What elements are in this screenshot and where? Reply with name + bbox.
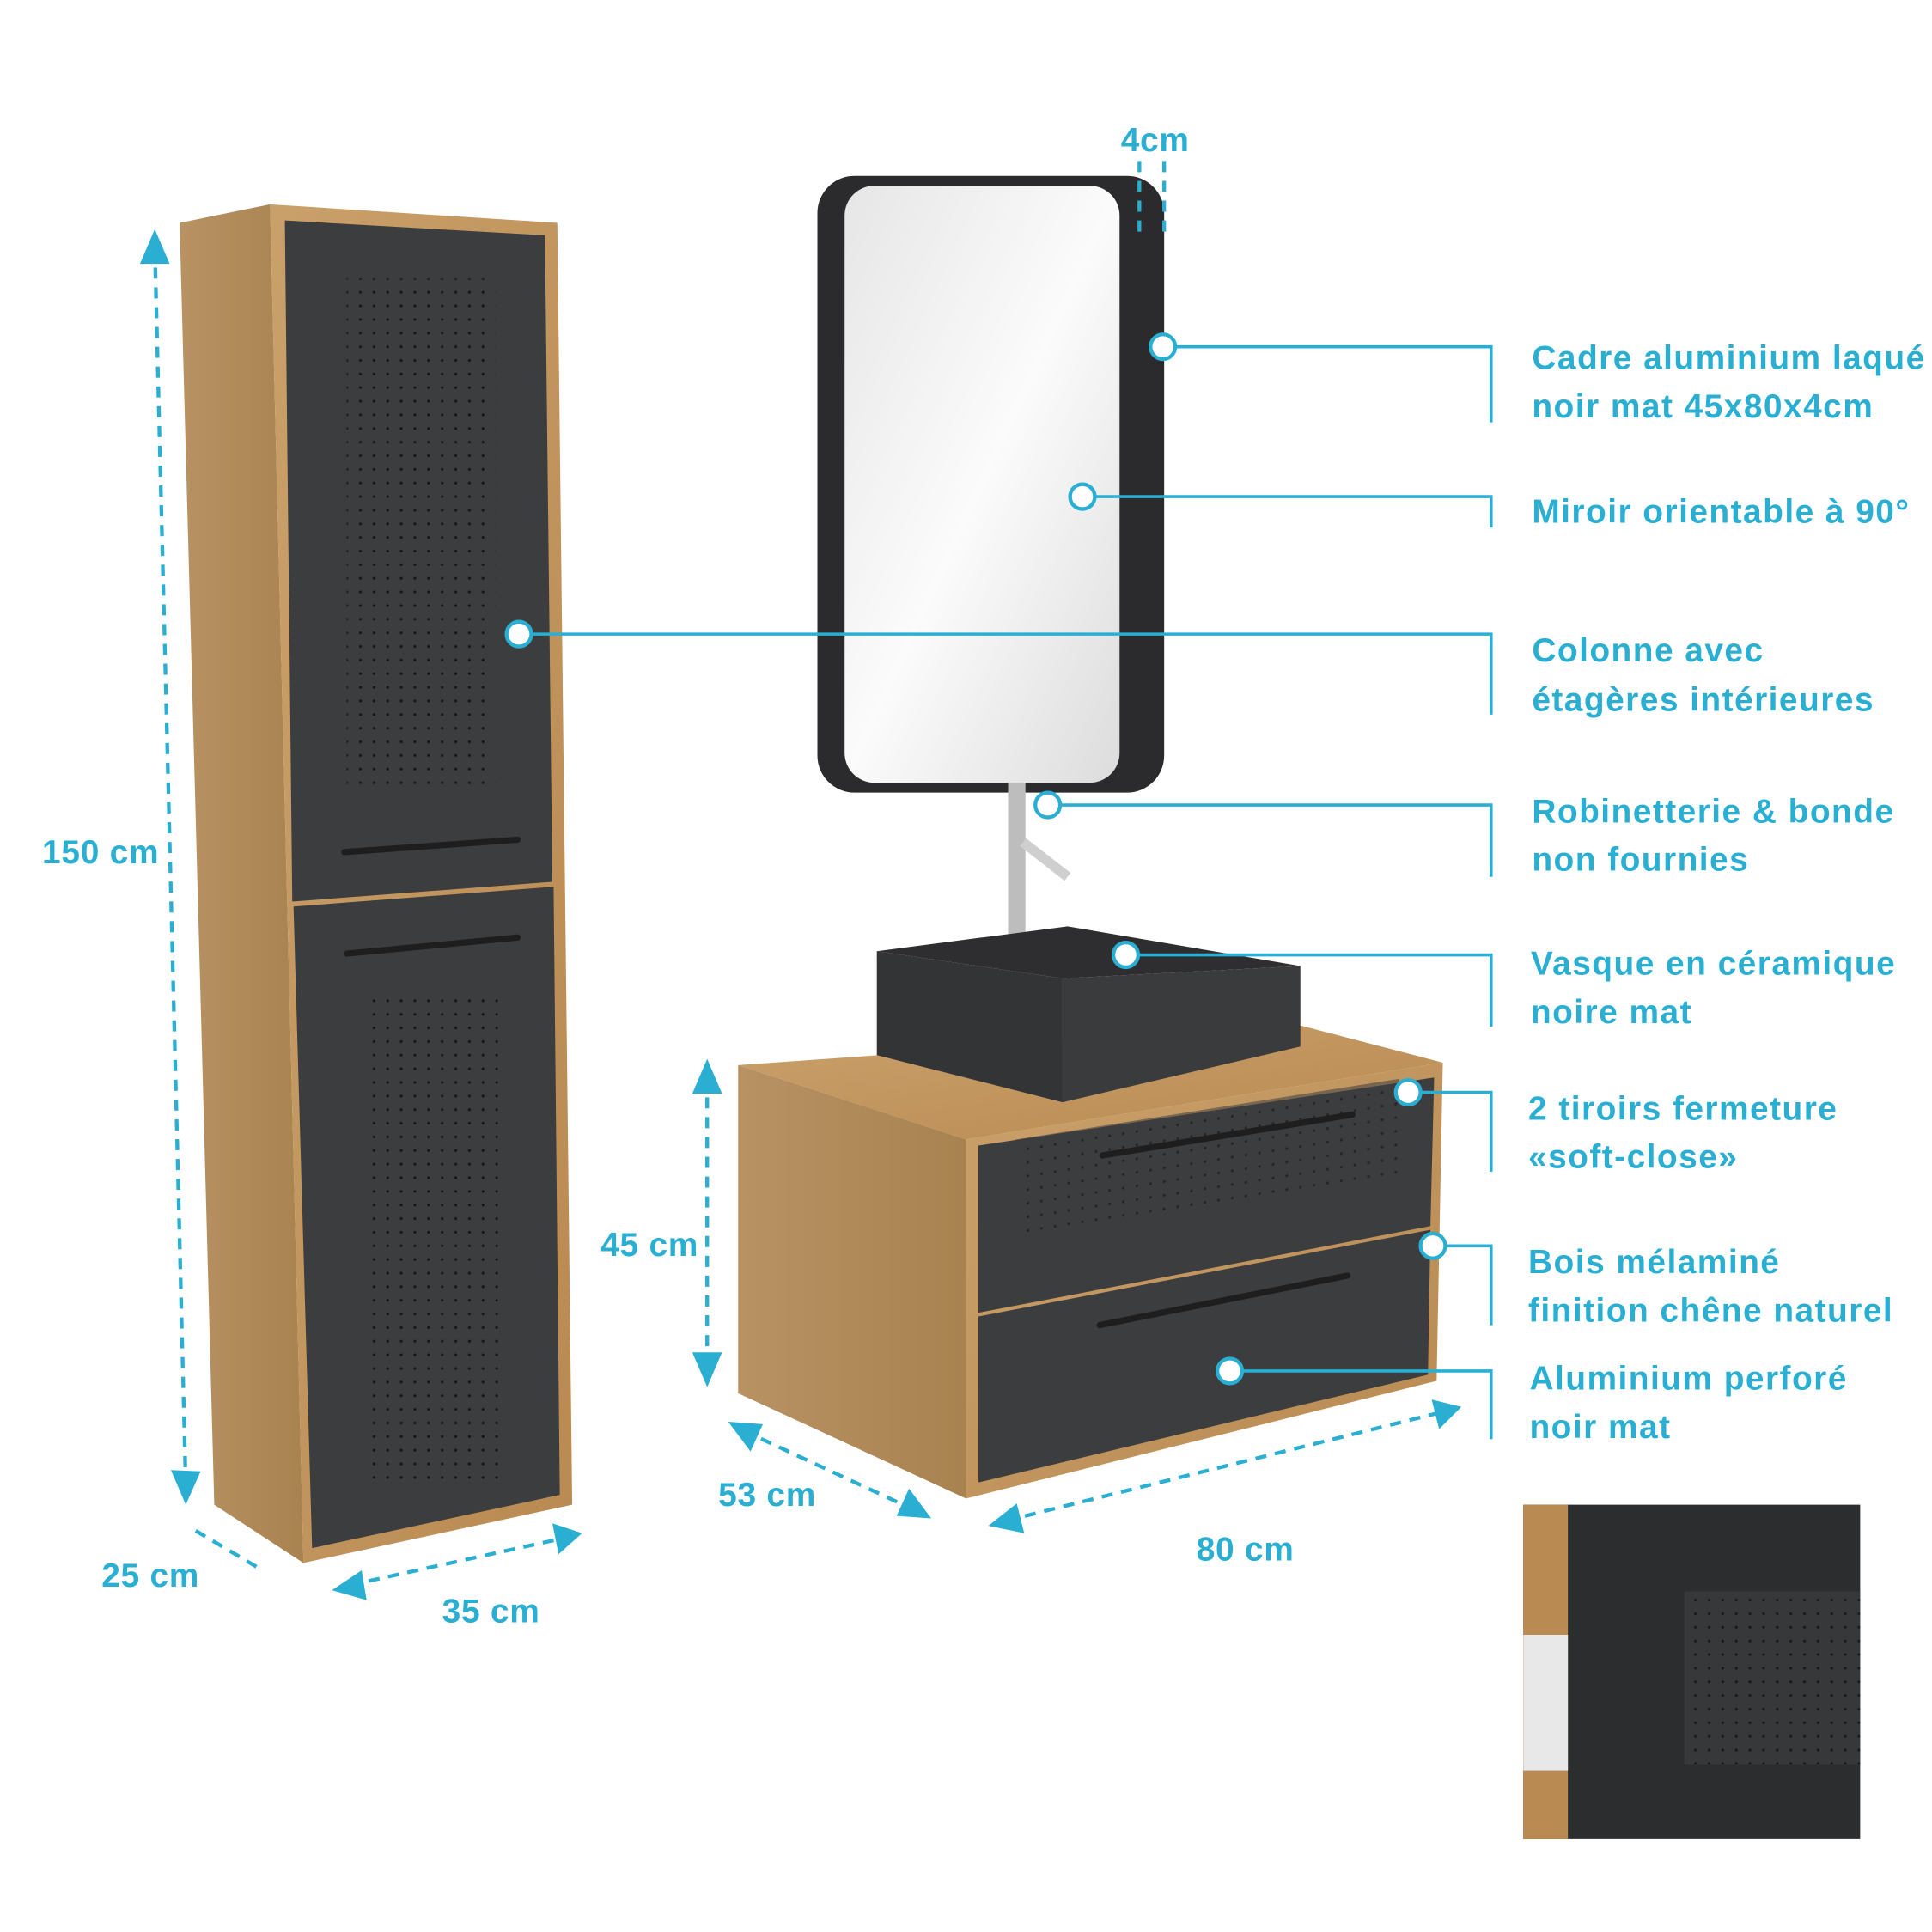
feature-label-line1: Robinetterie & bonde — [1532, 793, 1894, 830]
callout-dot — [1215, 1356, 1245, 1386]
column-handle — [341, 836, 521, 856]
dim-vanity-depth: 53 cm — [718, 1477, 816, 1514]
callout-dot — [1149, 332, 1178, 362]
callout-dot — [504, 619, 533, 649]
feature-label-line2: finition chêne naturel — [1528, 1292, 1893, 1329]
callout-dot — [1418, 1231, 1447, 1260]
leader-lines — [504, 332, 1493, 1440]
callout-dot — [1393, 1077, 1423, 1107]
callout-dot — [1111, 940, 1141, 970]
feature-label-line2: non fournies — [1532, 841, 1749, 878]
dim-column-width: 35 cm — [442, 1594, 540, 1630]
column-cabinet — [180, 204, 573, 1563]
feature-labels: Cadre aluminium laqué noir mat 45x80x4cm… — [1528, 340, 1925, 1446]
mirror — [817, 175, 1165, 793]
dimension-lines — [139, 161, 1462, 1600]
vanity-cabinet — [738, 926, 1443, 1499]
detail-inset — [1523, 1504, 1861, 1839]
dim-vanity-height: 45 cm — [600, 1227, 698, 1264]
feature-label-line1: Cadre aluminium laqué — [1532, 340, 1925, 377]
column-handle — [344, 934, 521, 957]
feature-label-line2: noir mat 45x80x4cm — [1532, 388, 1874, 425]
feature-label-line1: Bois mélaminé — [1528, 1244, 1780, 1281]
dim-vanity-width: 80 cm — [1197, 1532, 1295, 1569]
dim-mirror-depth: 4cm — [1121, 122, 1190, 159]
feature-label-line1: Miroir orientable à 90° — [1532, 493, 1910, 530]
dim-column-depth: 25 cm — [101, 1557, 199, 1594]
drawer-bottom — [978, 1229, 1431, 1483]
callout-dot — [1068, 482, 1097, 511]
sink — [876, 926, 1301, 978]
feature-label-line2: «soft-close» — [1528, 1138, 1738, 1175]
faucet — [1008, 783, 1071, 944]
dim-column-height: 150 cm — [42, 834, 159, 871]
callout-dot — [1033, 790, 1063, 820]
feature-label-line1: Colonne avec — [1532, 632, 1764, 669]
feature-label-line2: noir mat — [1529, 1409, 1671, 1446]
feature-label-line1: 2 tiroirs fermeture — [1528, 1090, 1838, 1127]
feature-label-line2: noire mat — [1531, 994, 1692, 1031]
feature-label-line1: Vasque en céramique — [1531, 946, 1896, 983]
feature-label-line1: Aluminium perforé — [1529, 1361, 1847, 1398]
feature-label-line2: étagères intérieures — [1532, 682, 1874, 719]
